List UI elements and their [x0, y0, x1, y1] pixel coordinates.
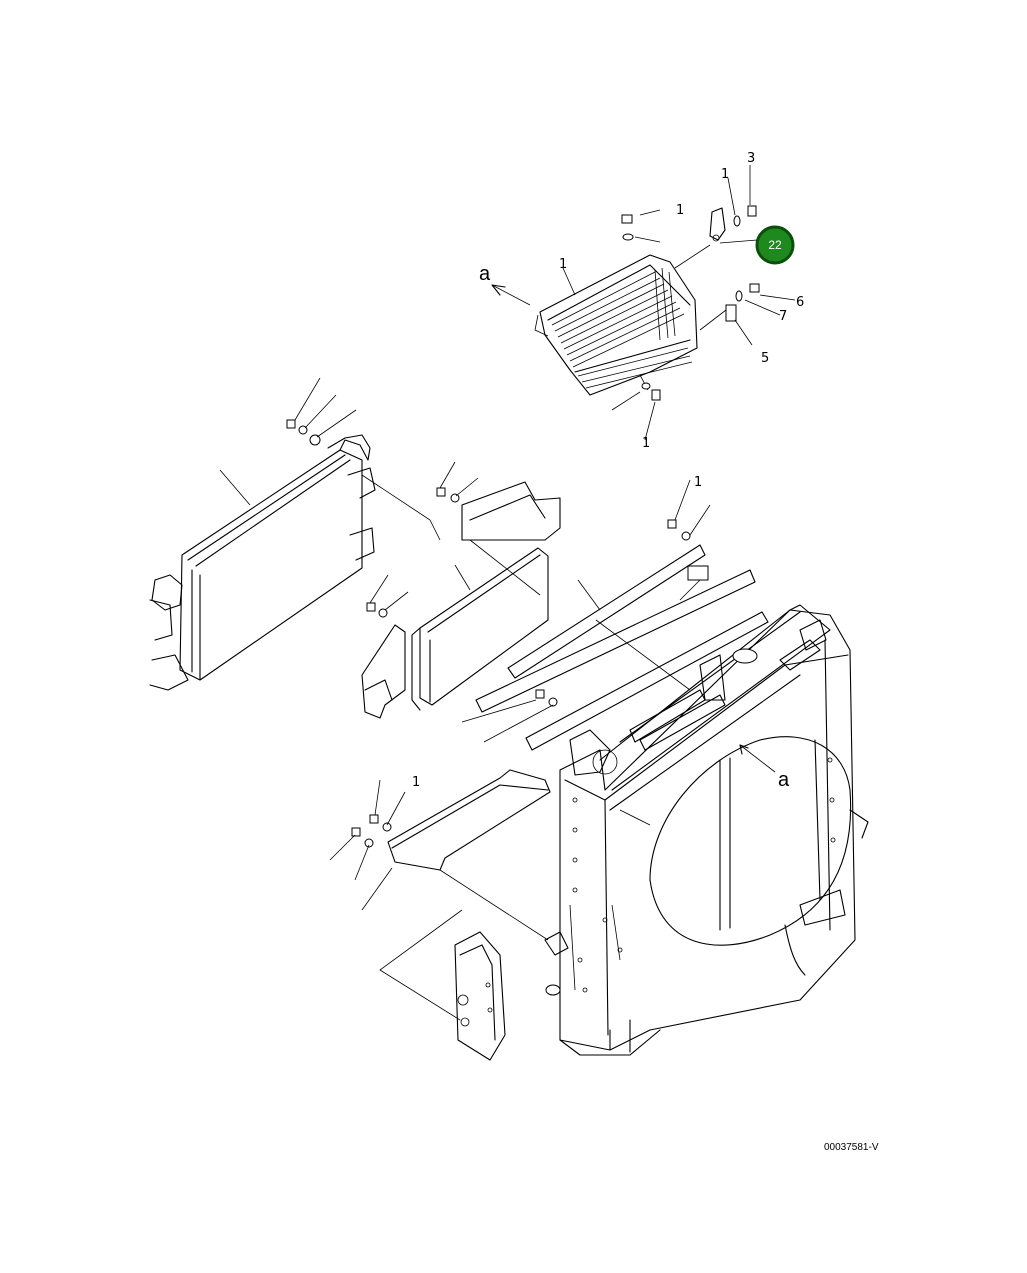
callout-1e: 1: [694, 475, 702, 490]
callout-1b: 1: [676, 203, 684, 218]
callout-7: 7: [779, 309, 787, 324]
hotspot-badge-22[interactable]: 22: [755, 225, 795, 265]
callout-labels: 3 1 1 1 6 7 5 1 1 1: [412, 151, 804, 790]
callout-6: 6: [796, 295, 804, 310]
callout-3: 3: [747, 151, 755, 166]
callout-1a: 1: [721, 167, 729, 182]
oil-cooler: [361, 547, 549, 719]
callout-1c: 1: [559, 257, 567, 272]
figure-code: 00037581-V: [824, 1142, 879, 1153]
lower-plate: [329, 769, 551, 1021]
hotspot-label: 22: [768, 238, 782, 252]
mount-bracket: [454, 931, 569, 1061]
top-bracket: [436, 461, 561, 596]
callout-1d: 1: [642, 436, 650, 451]
ref-a-top: a: [479, 263, 491, 285]
support-bars: [461, 479, 769, 751]
radiator-core: [149, 377, 441, 691]
main-frame: [559, 604, 869, 1056]
ref-a-right: a: [778, 769, 790, 791]
callout-5: 5: [761, 351, 769, 366]
hotspot-circle[interactable]: [755, 225, 795, 265]
callout-1f: 1: [412, 775, 420, 790]
guard-assembly: [491, 165, 796, 441]
